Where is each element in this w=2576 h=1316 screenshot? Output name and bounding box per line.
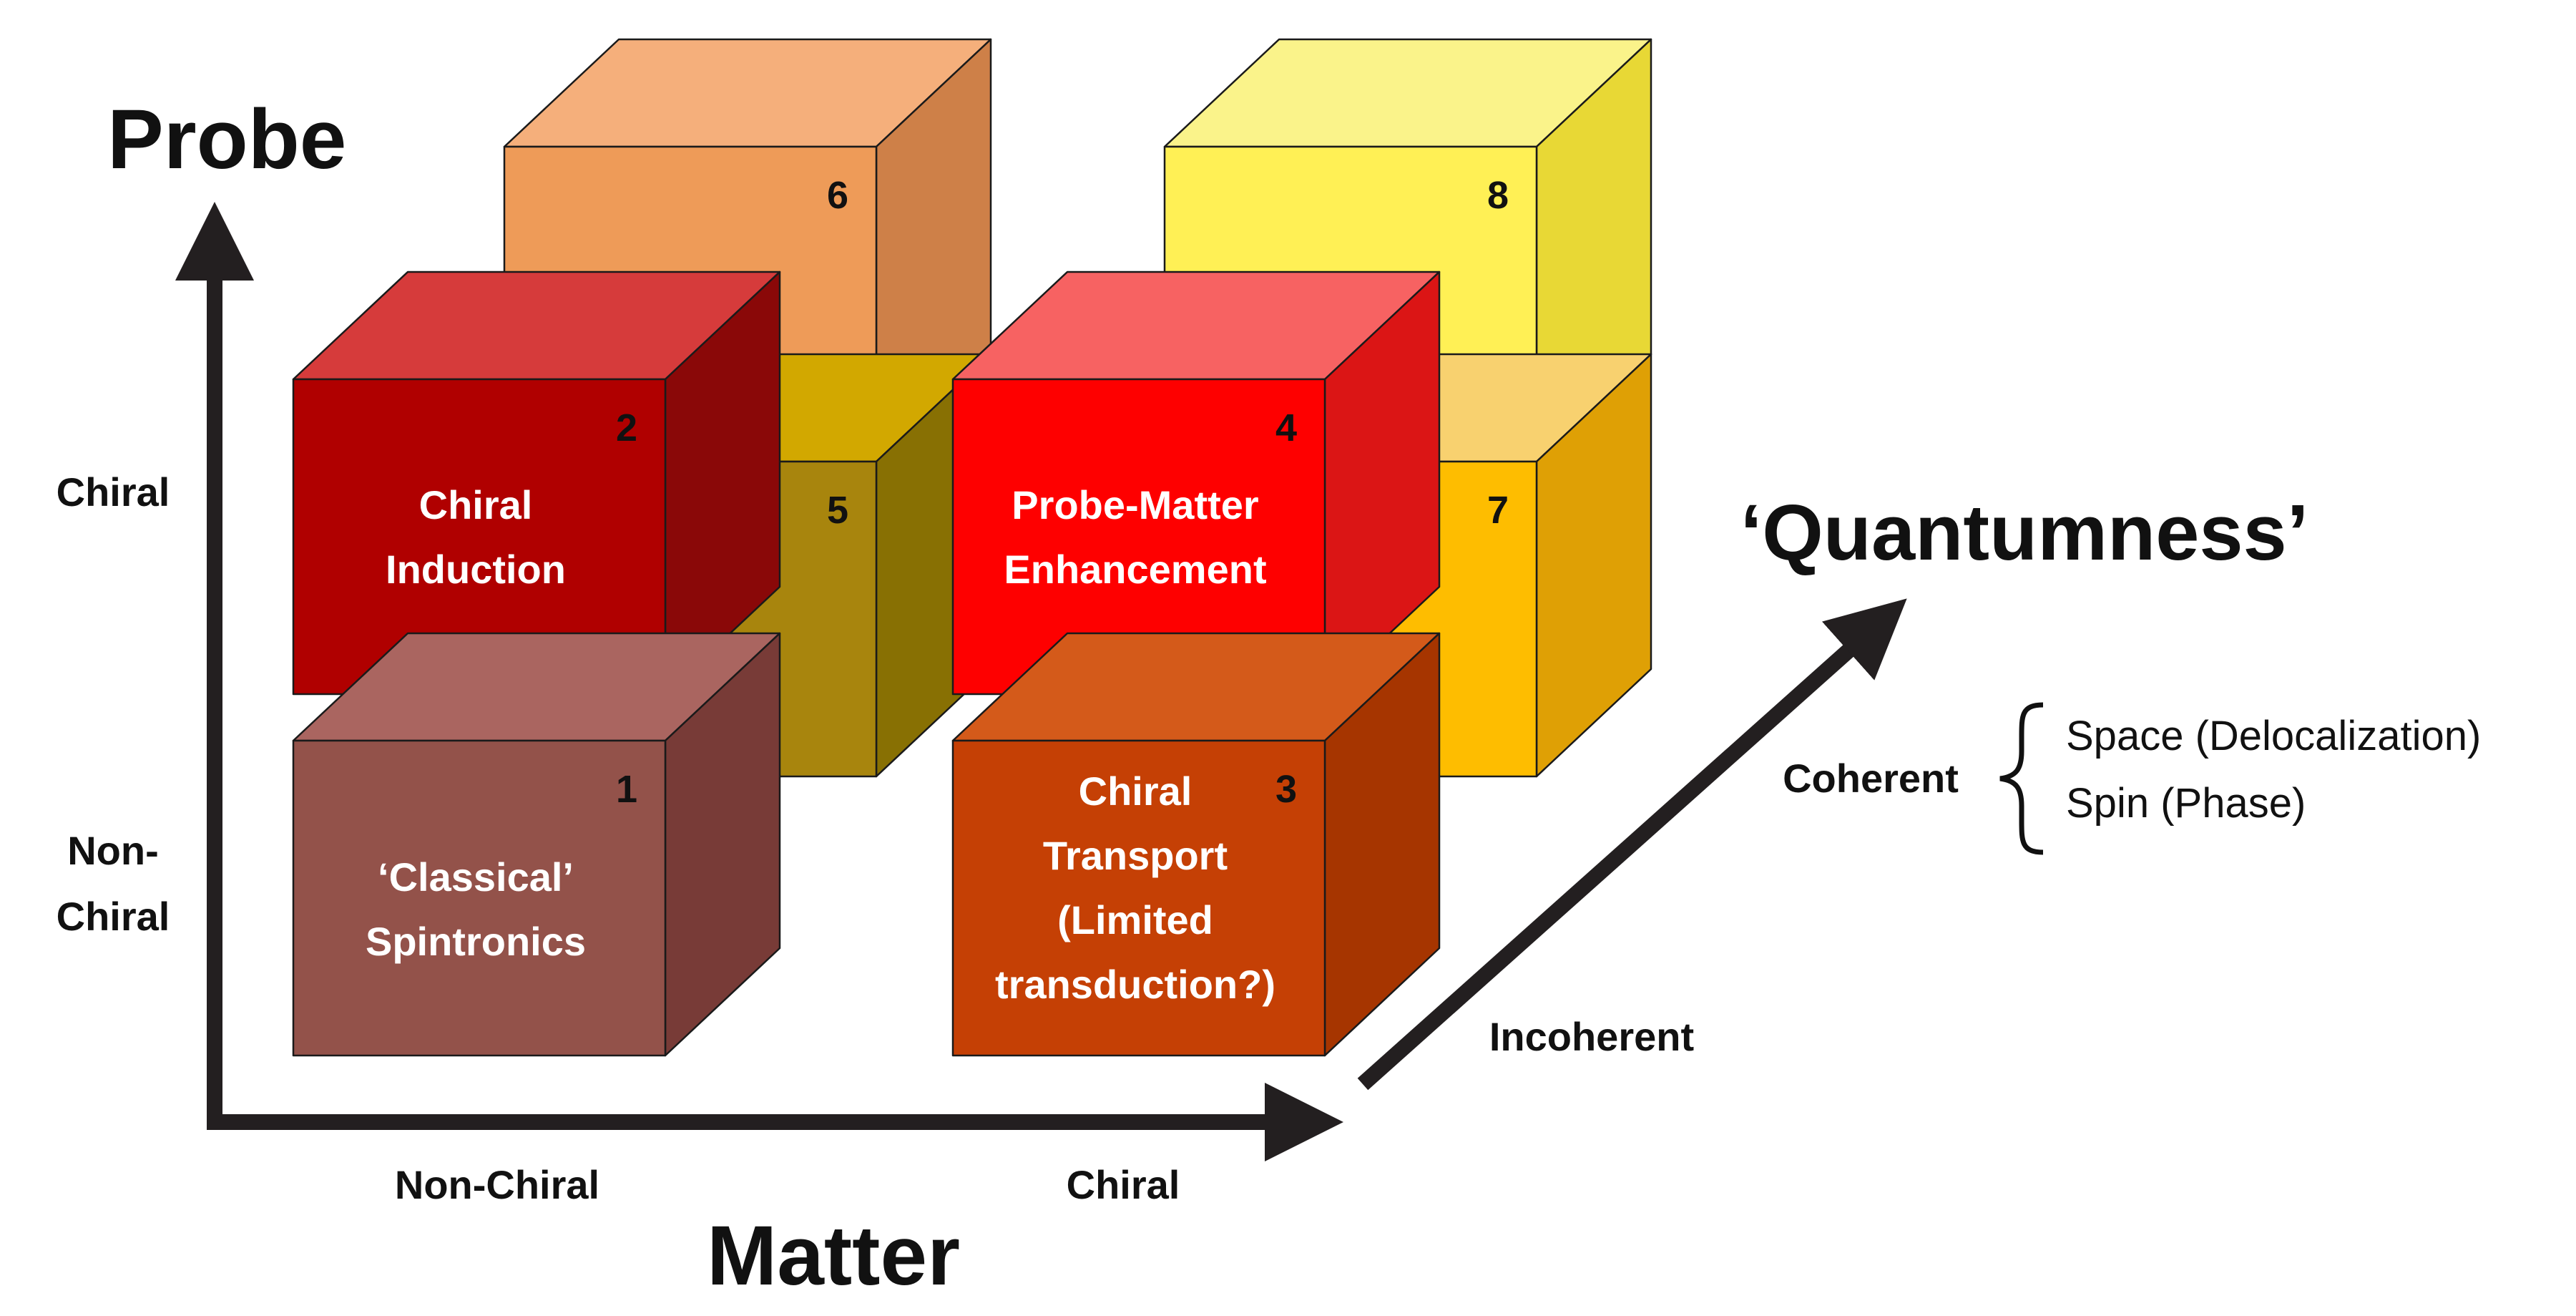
quantumness-level-coherent: Coherent [1783,756,1959,801]
matter-level-non-chiral: Non-Chiral [395,1162,599,1207]
quantumness-axis-title: ‘Quantumness’ [1740,489,2309,577]
cube-7-number: 7 [1487,489,1509,532]
cube-3-label-line-2: Transport [1043,833,1228,878]
cube-3-front-face [951,739,1326,1057]
cube-3-label-line-4: transduction?) [995,962,1275,1007]
coherent-curly-brace [1999,702,2044,855]
axes [175,202,1907,1161]
cube-1: 1 ‘Classical’ Spintronics [292,632,781,1057]
coherent-item-spin: Spin (Phase) [2066,780,2306,827]
cube-2-number: 2 [616,406,637,449]
coherent-item-space: Space (Delocalization) [2066,713,2481,759]
cube-2-label-line-1: Chiral [419,482,533,527]
cube-5-number: 5 [827,489,848,532]
cube-3-label-line-3: (Limited [1057,897,1213,942]
probe-level-non-chiral-line-1: Non- [67,828,159,873]
quantumness-axis-arrow [1357,598,1907,1091]
probe-axis-title: Probe [107,92,346,187]
cube-4-label-line-1: Probe-Matter [1012,482,1258,527]
cube-4-label-line-2: Enhancement [1004,547,1266,592]
cube-1-label-line-1: ‘Classical’ [378,854,574,900]
cube-8-number: 8 [1487,174,1509,217]
cube-1-front-face [292,739,667,1057]
cube-3-number: 3 [1275,768,1297,811]
cube-6-number: 6 [827,174,848,217]
cube-1-number: 1 [616,768,637,811]
probe-level-non-chiral-line-2: Chiral [57,894,170,939]
matter-axis-title: Matter [707,1209,960,1303]
cube-1-label-line-2: Spintronics [366,919,586,964]
cube-2-label-line-2: Induction [386,547,566,592]
probe-level-chiral: Chiral [57,469,170,515]
cube-4-number: 4 [1275,406,1297,449]
quantumness-level-incoherent: Incoherent [1489,1014,1694,1059]
matter-level-chiral: Chiral [1067,1162,1180,1207]
cube-3-label-line-1: Chiral [1079,769,1192,814]
